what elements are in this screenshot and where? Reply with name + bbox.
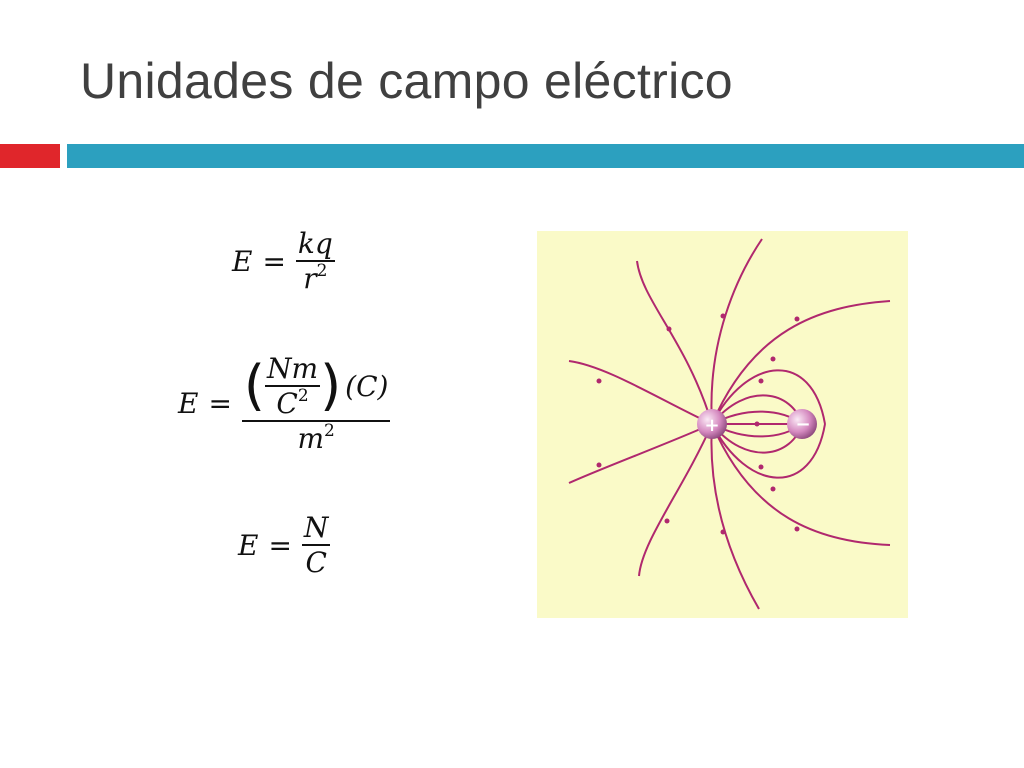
slide-title: Unidades de campo eléctrico	[80, 53, 733, 109]
dipole-field-svg: + −	[568, 238, 891, 610]
eq3-fraction: N C	[301, 511, 331, 579]
field-line	[568, 360, 713, 425]
equation-units-result: E = N C	[238, 511, 331, 579]
eq3-equals: =	[268, 528, 292, 562]
field-line	[710, 423, 760, 610]
eq1-equals: =	[262, 244, 286, 278]
eq2-rparen: )	[320, 354, 342, 417]
eq2-lparen: (	[243, 354, 265, 417]
field-line	[710, 238, 763, 425]
negative-charge	[787, 409, 817, 439]
eq1-numerator: kq	[297, 227, 333, 260]
field-line	[711, 300, 891, 425]
eq2-inner-numerator: Nm	[267, 352, 319, 385]
eq2-charge-factor: (C)	[345, 369, 389, 403]
positive-charge-label: +	[704, 415, 719, 436]
eq2-den-exponent: 2	[324, 420, 335, 441]
eq2-den-base: m	[297, 422, 325, 455]
field-line	[711, 369, 826, 425]
dipole-field-illustration: + −	[537, 231, 908, 618]
accent-bar-red	[0, 144, 60, 168]
field-line	[638, 423, 713, 577]
eq2-inner-den-base: C	[276, 387, 298, 420]
eq2-lhs: E	[178, 387, 199, 420]
eq2-fraction-bar	[241, 420, 391, 422]
accent-bar-blue	[67, 144, 1024, 168]
field-line	[568, 423, 713, 484]
eq3-fraction-bar	[301, 544, 331, 546]
negative-charge-label: −	[795, 414, 810, 435]
positive-charge	[697, 409, 727, 439]
eq1-lhs: E	[232, 244, 253, 278]
eq2-equals: =	[208, 387, 232, 420]
eq1-den-base: r	[303, 262, 317, 295]
eq2-inner-den-exponent: 2	[297, 385, 309, 406]
field-line	[711, 423, 826, 479]
field-line	[711, 423, 891, 546]
eq3-lhs: E	[238, 528, 259, 562]
eq2-inner-fraction-bar	[265, 385, 321, 387]
eq3-denominator: C	[305, 546, 327, 579]
eq1-fraction-bar	[295, 260, 335, 262]
field-line	[636, 260, 713, 425]
eq3-numerator: N	[303, 511, 329, 544]
eq1-den-exponent: 2	[316, 260, 328, 281]
